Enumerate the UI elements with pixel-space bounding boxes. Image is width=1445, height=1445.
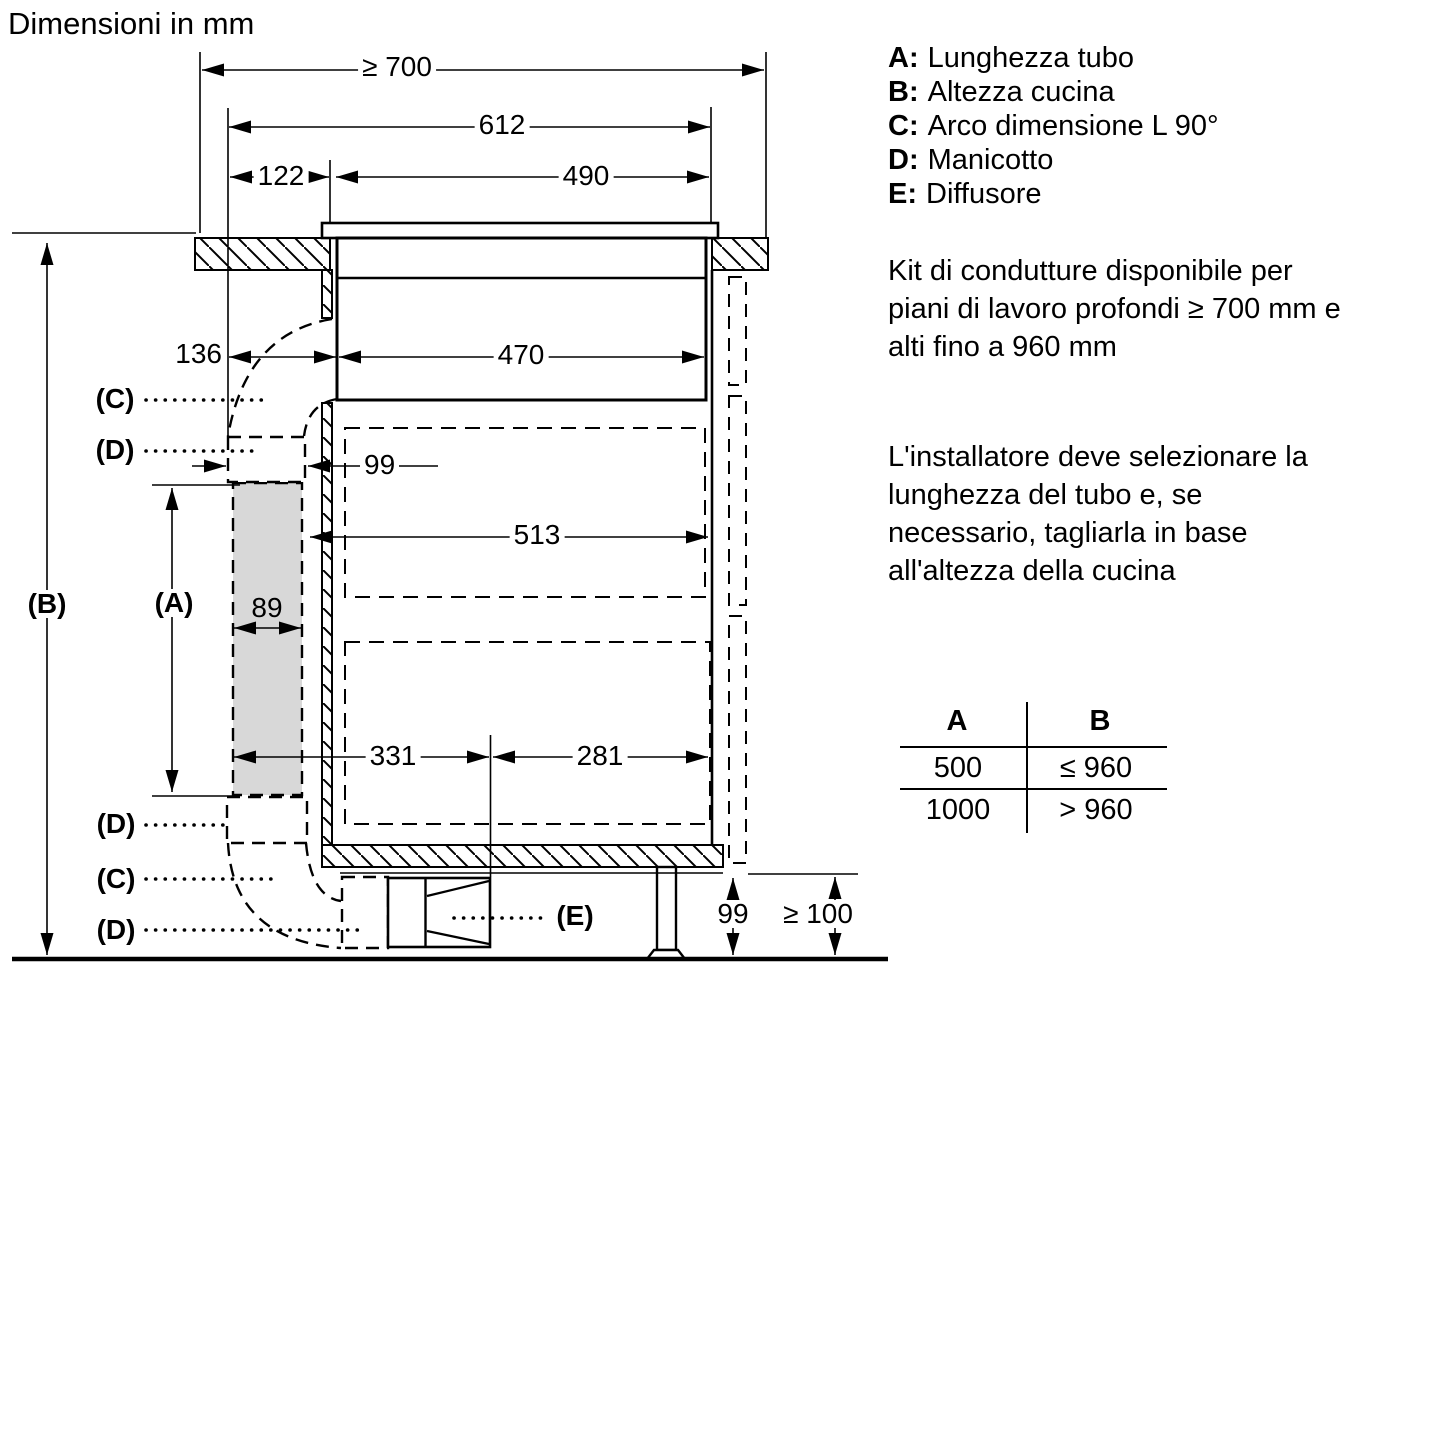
legend-item-A: A:Lunghezza tubo xyxy=(888,44,1134,73)
note-duct-kit-line3: alti fino a 960 mm xyxy=(888,331,1117,363)
legend-key-B: B: xyxy=(888,76,919,108)
mark-D-plinth-sleeve: (D) xyxy=(93,916,139,944)
callout-leaders xyxy=(144,398,544,932)
legend-value-E: Diffusore xyxy=(926,178,1042,210)
legend-item-C: C:Arco dimensione L 90° xyxy=(888,112,1219,141)
mark-C-lower-bend: (C) xyxy=(93,865,139,893)
dim-hob-top-width: 612 xyxy=(474,111,530,139)
table-cell-a1: 500 xyxy=(933,752,983,784)
sleeve-plinth xyxy=(340,875,390,950)
dim-hob-body-width: 470 xyxy=(493,341,549,369)
note-installer-line3: necessario, tagliarla in base xyxy=(888,517,1248,549)
cabinet-base-panel xyxy=(321,844,724,868)
dim-worktop-depth: ≥ 700 xyxy=(358,53,436,81)
dim-duct-to-centre: 331 xyxy=(365,742,421,770)
duct-tube xyxy=(231,481,304,797)
legend-key-D: D: xyxy=(888,144,919,176)
table-cell-b2: > 960 xyxy=(1059,794,1133,826)
legend-value-C: Arco dimensione L 90° xyxy=(927,110,1219,142)
note-installer-line4: all'altezza della cucina xyxy=(888,555,1176,587)
lower-drawer-outline xyxy=(344,641,711,825)
cabinet-leg xyxy=(655,865,678,952)
mark-E-diffuser: (E) xyxy=(553,902,597,930)
legend-value-D: Manicotto xyxy=(927,144,1054,176)
note-duct-kit: Kit di condutture disponibile per piani … xyxy=(888,252,1341,366)
worktop-left-section xyxy=(194,237,331,271)
dim-plinth-min-height: ≥ 100 xyxy=(779,900,857,928)
dim-front-distance: 122 xyxy=(253,162,309,190)
table-rule-1 xyxy=(900,746,1167,748)
mark-C-upper-bend: (C) xyxy=(92,385,138,413)
diffuser-body xyxy=(386,876,492,949)
worktop-and-cabinet-hatching xyxy=(194,237,769,868)
note-duct-kit-line2: piani di lavoro profondi ≥ 700 mm e xyxy=(888,293,1341,325)
legend-key-C: C: xyxy=(888,110,919,142)
legend-key-A: A: xyxy=(888,42,919,74)
dim-duct-offset: 136 xyxy=(175,338,222,369)
note-installer-line2: lunghezza del tubo e, se xyxy=(888,479,1203,511)
mark-D-upper-sleeve: (D) xyxy=(92,436,138,464)
lower-bend-inner-arc xyxy=(304,842,342,903)
table-divider xyxy=(1026,702,1028,833)
legend-item-D: D:Manicotto xyxy=(888,146,1053,175)
note-installer-line1: L'installatore deve selezionare la xyxy=(888,441,1308,473)
table-cell-a2: 1000 xyxy=(925,794,991,826)
mark-D-lower-sleeve: (D) xyxy=(93,810,139,838)
legend-value-A: Lunghezza tubo xyxy=(927,42,1135,74)
upper-drawer-outline xyxy=(344,427,706,598)
dim-cutout-width: 490 xyxy=(558,162,614,190)
hob-glass-top xyxy=(320,221,720,240)
installation-diagram xyxy=(12,52,888,962)
page-title: Dimensioni in mm xyxy=(8,6,255,41)
upper-bend-inner-arc xyxy=(302,397,338,437)
mark-A-tube-length: (A) xyxy=(151,589,197,617)
table-header-B: B xyxy=(1089,705,1111,737)
lower-bend-outer-arc xyxy=(226,842,342,950)
sleeve-bottom xyxy=(225,795,309,845)
sleeve-top xyxy=(226,435,307,484)
dim-centre-to-wall: 281 xyxy=(572,742,628,770)
hob-body xyxy=(335,236,708,402)
drawer-outlines xyxy=(344,427,711,825)
table-cell-b1: ≤ 960 xyxy=(1059,752,1133,784)
legend-item-E: E: Diffusore xyxy=(888,180,1042,209)
legend-key-E: E: xyxy=(888,178,917,210)
upper-bend-outer-arc xyxy=(226,317,333,437)
cabinet-left-wall-lower xyxy=(321,402,333,846)
legend-value-B: Altezza cucina xyxy=(927,76,1115,108)
solid-structure xyxy=(12,221,888,962)
dim-plinth-duct-height: 99 xyxy=(713,900,753,928)
worktop-right-section xyxy=(711,237,769,271)
mark-B-kitchen-height: (B) xyxy=(24,590,70,618)
dim-duct-width: 89 xyxy=(251,592,283,623)
reference-lines xyxy=(12,52,858,877)
legend-item-B: B:Altezza cucina xyxy=(888,78,1115,107)
note-installer: L'installatore deve selezionare la lungh… xyxy=(888,438,1308,590)
table-header-A: A xyxy=(946,705,968,737)
dim-cabinet-inner-width: 513 xyxy=(509,521,565,549)
cabinet-left-wall-upper xyxy=(321,269,333,319)
duct-assembly xyxy=(225,317,390,950)
table-rule-2 xyxy=(900,788,1167,790)
dim-sleeve-width: 99 xyxy=(360,451,400,479)
rear-channel-outline xyxy=(728,276,747,864)
note-duct-kit-line1: Kit di condutture disponibile per xyxy=(888,255,1293,287)
dimension-lines xyxy=(40,63,842,955)
